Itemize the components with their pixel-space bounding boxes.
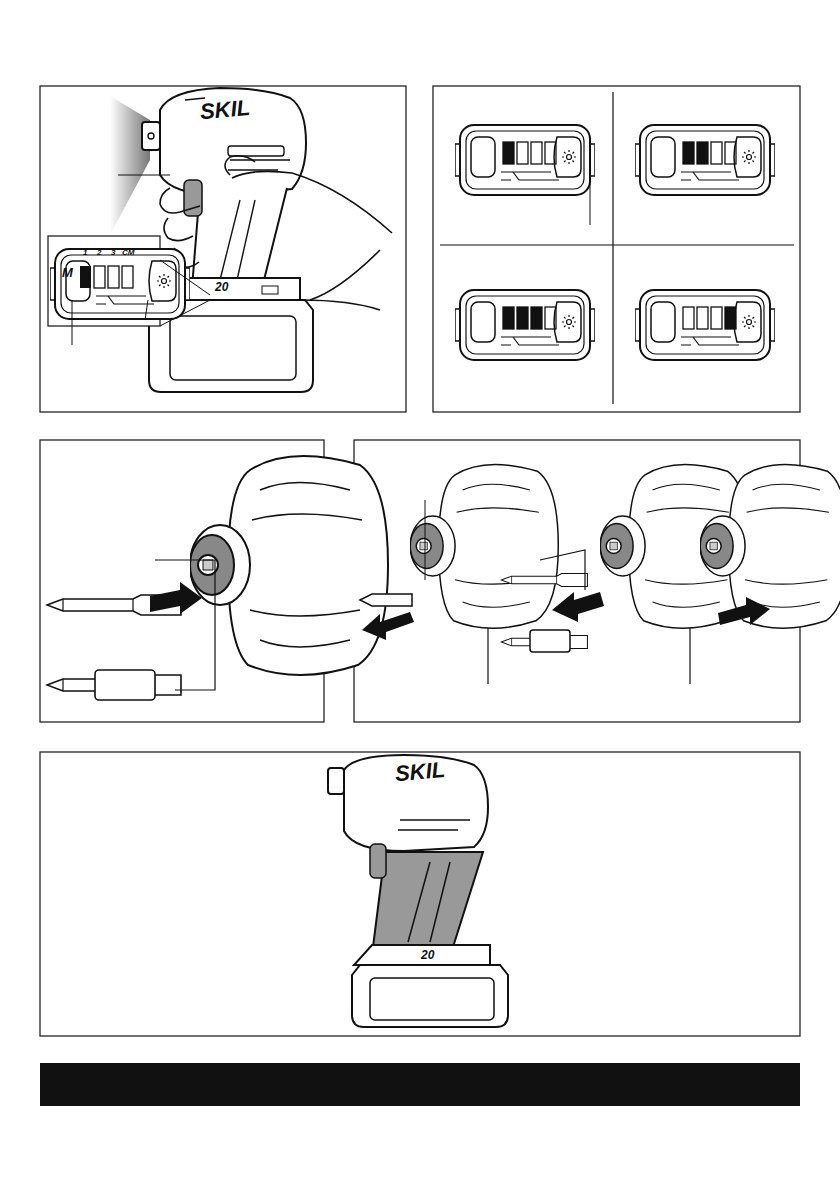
mode-number: CM [122, 249, 134, 257]
mode-displays [455, 125, 775, 360]
panel-frames [40, 86, 800, 1036]
tool-side-view [328, 755, 508, 1027]
tool-with-light [48, 88, 392, 392]
brand-logo: SKIL [394, 759, 446, 785]
brand-logo: SKIL [199, 97, 251, 123]
bit-insertion [47, 456, 388, 700]
mode-number: 1 [83, 249, 87, 257]
voltage-mark: 20 [215, 281, 228, 293]
footer-bar [40, 1063, 800, 1106]
mode-number: 2 [97, 249, 101, 257]
mode-number: 3 [111, 249, 115, 257]
mode-button: M [62, 266, 73, 279]
voltage-mark: 20 [421, 949, 434, 961]
bit-removal [360, 465, 840, 652]
